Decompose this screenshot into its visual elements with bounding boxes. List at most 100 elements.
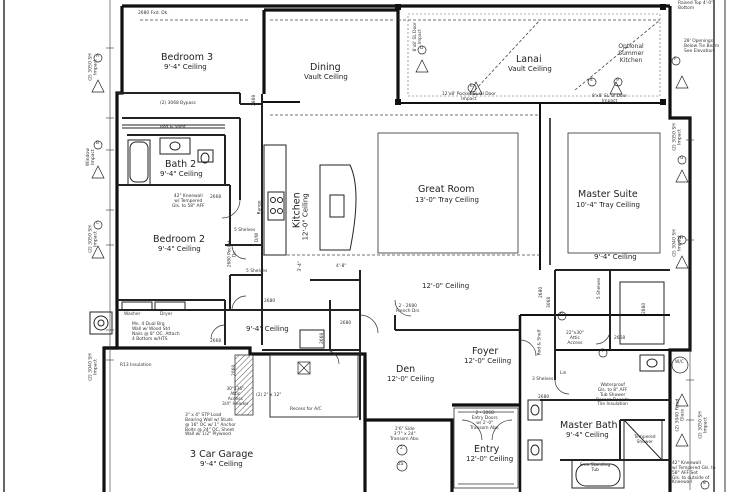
note-shower: Tempered Shower (634, 435, 656, 446)
great-room-tray (377, 132, 519, 254)
note-bearing-wall-line1: 3" x 4" STP Load (185, 413, 222, 418)
note-attic-access-line3: Access (567, 340, 583, 346)
interior-walls (117, 92, 670, 461)
note-pocket-door: 2680 Pocket Dr. (228, 240, 239, 267)
door-label-3: 2680 (264, 299, 276, 304)
note-tempered-bottom-line1: 42" Kneewall (672, 461, 701, 466)
window-markers (91, 45, 710, 490)
note-bearing-wall-line2: Bearing Wall w/ Studs (185, 417, 233, 423)
laundry (89, 301, 186, 335)
note-closet-3: 3 Shelves (532, 377, 554, 382)
note-openings: 28' Openings Below Tie Beam See Elevatio… (684, 39, 720, 55)
room-great-name: Great Room (418, 184, 475, 195)
door-label-10: 2668 (320, 332, 326, 345)
left-window-3-line2: Impact (93, 231, 99, 247)
entry-steps (453, 407, 519, 489)
note-recess: Recess for A/C (290, 407, 322, 412)
note-bearing-wall-line4: Bolts @ 24" OC, Sheet (185, 427, 235, 433)
note-tempered-bottom-line2: w/ Tempered Gls. to (672, 465, 716, 471)
left-window-3: (2) 3050 SH Impact (89, 225, 99, 253)
note-tempered-bottom-line4: Gls. to outside of (672, 475, 710, 481)
note-dw: D/W (255, 232, 261, 243)
note-side-lite-line2: 3'7" x 24" (393, 431, 416, 437)
laundry-ceiling: 9'-4" Ceiling (246, 325, 289, 333)
door-label-5: 2668 (210, 339, 222, 344)
note-door-lanai-line2: Impact (461, 96, 477, 102)
note-bearing-wall: 3" x 4" STP Load Bearing Wall w/ Studs @… (185, 413, 236, 438)
room-foyer-ceiling: 12'-0" Ceiling (464, 357, 512, 365)
room-foyer-name: Foyer (472, 346, 499, 357)
right-window-3: (2) 3040 Fixed Glass (675, 399, 685, 432)
note-shower-line2: Shower (636, 439, 653, 445)
door-label-7: 2668 (614, 336, 626, 341)
right-dimensions (686, 120, 694, 490)
room-master-name: Master Suite (578, 189, 638, 200)
door-label-11: 2880 (642, 302, 648, 315)
garage-ac-recess (269, 354, 359, 418)
room-great-ceiling: 13'-0" Tray Ceiling (415, 196, 479, 204)
bath2-fixtures (122, 124, 225, 186)
note-entry-doors: 2 - 3068 Entry Doors w/ 2'-0" Transom Ab… (470, 411, 499, 431)
note-tempered-bottom-line3: 58" AFF Set (672, 470, 698, 476)
room-master-bath-name: Master Bath (560, 420, 618, 431)
note-tempered-bottom: 42" Kneewall w/ Tempered Gls. to 58" AFF… (672, 461, 716, 486)
marker-7: 7 (601, 349, 604, 354)
room-dining-name: Dining (310, 62, 341, 73)
room-lanai-name: Lanai (516, 54, 542, 65)
note-garage-attic-line3: Access (227, 396, 243, 402)
room-bath2-ceiling: 9'-4" Ceiling (160, 170, 203, 178)
note-waterproof-line2: Gls. to 8" AFF (597, 387, 628, 393)
room-master-ceiling: 10'-4" Tray Ceiling (576, 201, 640, 209)
marker-f: F (674, 57, 677, 62)
kitchen-cabinets (263, 144, 357, 349)
room-bedroom3-ceiling: 9'-4" Ceiling (164, 63, 207, 71)
note-top-left: 2680 Fxd. Dk. (138, 11, 169, 16)
note-shower-line1: Tempered (634, 435, 656, 440)
marker-2a: 2a (398, 462, 404, 467)
note-door-lanai: 12'x8' Pocket SL Gl Door Impact (442, 92, 496, 103)
left-window-4-line2: Impact (93, 359, 99, 375)
note-attic-access-line2: Attic (569, 335, 580, 341)
note-attic-access-line1: 22"x30" (566, 331, 584, 336)
room-kitchen-ceiling: 12'-0" Ceiling (301, 193, 310, 241)
note-attic-access: 22"x30" Attic Access (566, 331, 584, 347)
note-side-lite: 2'6" Side 3'7" x 24" Transom Abv. (390, 427, 420, 443)
marker-a: A (96, 54, 100, 59)
right-window-2: (2) 3040 SH Impact (673, 229, 683, 257)
note-rod-shelf-master: Rod & Shelf (537, 329, 543, 356)
note-french-drs-line2: French Drs (396, 308, 420, 314)
note-top-right-line1: Raised Top 4'-0" (678, 1, 714, 6)
note-shelves-a: 5 Shelves (234, 228, 256, 233)
note-pocket-door-line2: Dr. (232, 250, 238, 257)
note-kneewall-line2: w/ Tempered (174, 198, 203, 204)
note-entry-doors-line3: w/ 2'-0" (476, 420, 494, 426)
left-dimensions (106, 0, 114, 492)
room-dining-ceiling: Vault Ceiling (304, 73, 348, 81)
note-kneewall-line3: Gls. to 58" AFF (172, 203, 205, 209)
door-label-8: 2680 (538, 395, 550, 400)
room-entry-name: Entry (474, 444, 500, 455)
note-tub-line1: Free Standing (580, 463, 611, 468)
marker-d: D (420, 46, 424, 51)
marker-6: 6 (560, 312, 563, 317)
note-laundry-line1: Mn. 4 Dual Brg (132, 322, 165, 327)
note-rod-shelf: Rod & Shelf (160, 125, 186, 130)
lanai-columns (395, 4, 666, 105)
note-waterproof-line4: Recess Floor to (596, 397, 630, 403)
note-bypass: (2) 3068 Bypass (160, 101, 196, 106)
note-header: (2) 2" x 12" (256, 393, 282, 398)
note-side-lite-line3: Transom Abv. (390, 436, 420, 442)
note-garage-attic: 30"x36" Attic Access 3/4" Header (222, 387, 248, 407)
room-bath2-name: Bath 2 (165, 159, 197, 170)
marker-9: 9 (616, 78, 619, 83)
master-bath-fixtures (527, 281, 665, 489)
note-openings-line2: Below Tie Beam (684, 43, 720, 49)
note-garage-attic-line1: 30"x36" (226, 387, 245, 392)
note-shelves-b: 5 Shelves (246, 269, 268, 274)
note-shelves-hall: 5 Shelves (597, 277, 603, 300)
optional-summer-kitchen: Optional Summer Kitchen (618, 43, 644, 64)
note-entry-doors-line2: Entry Doors (471, 415, 498, 421)
note-bearing-wall-line5: Wall w/ 1/2" Plywood (185, 432, 231, 438)
right-window-4-line2: Impact (703, 417, 709, 433)
hall-ceiling: 12'-0" Ceiling (422, 282, 470, 290)
